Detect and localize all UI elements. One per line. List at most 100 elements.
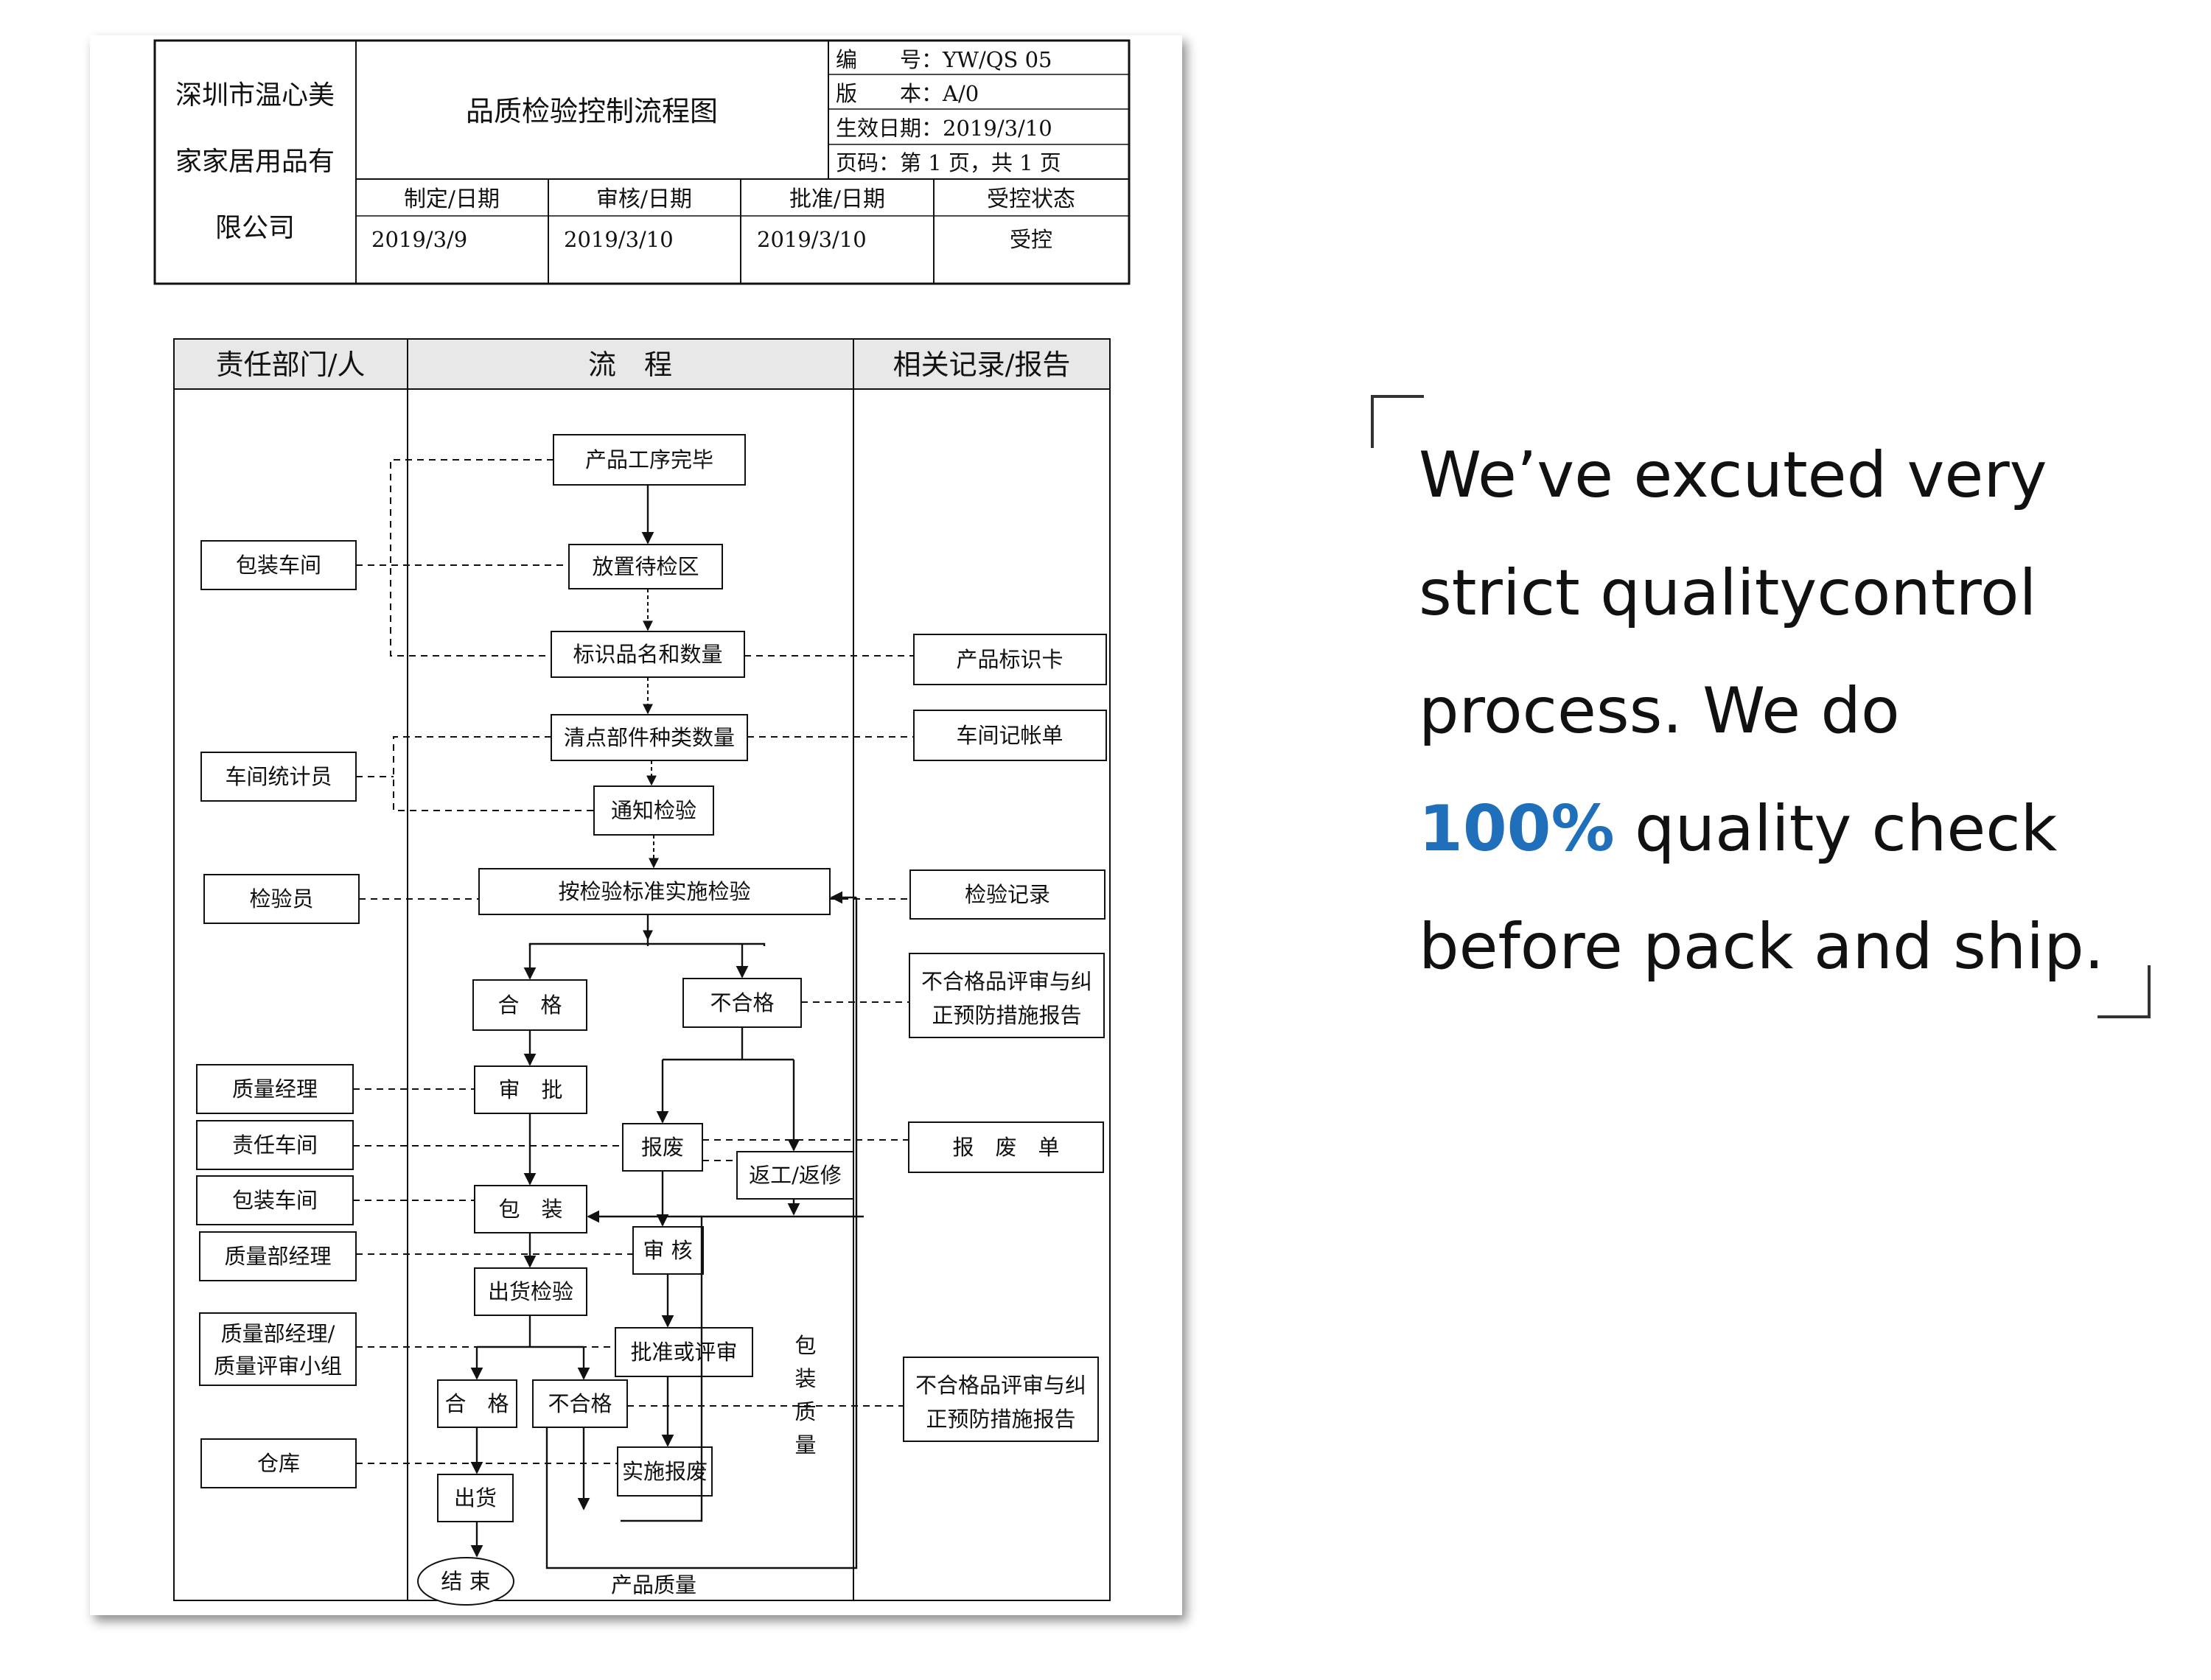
tagline-line-4-rest: quality check bbox=[1614, 792, 2058, 866]
dept-warehouse: 仓库 bbox=[257, 1451, 300, 1476]
step-labels: 产品工序完毕 放置待检区 标识品名和数量 清点部件种类数量 通知检验 按检验标准… bbox=[441, 447, 842, 1594]
dept-packing-1: 包装车间 bbox=[236, 553, 321, 578]
svg-text:编 号：YW/QS 05: 编 号：YW/QS 05 bbox=[836, 47, 1052, 72]
record-box-nc-report-2 bbox=[903, 1357, 1099, 1442]
label-do-scrap: 实施报废 bbox=[622, 1459, 708, 1484]
dept-box-warehouse bbox=[200, 1438, 357, 1488]
corner-bracket-bottom-right bbox=[2098, 965, 2151, 1018]
approval-header-status: 受控状态 bbox=[987, 186, 1075, 212]
dept-qa-dept-manager: 质量部经理 bbox=[224, 1244, 331, 1269]
column-header-process: 流 程 bbox=[588, 349, 672, 381]
record-box-ledger bbox=[913, 710, 1107, 761]
label-review: 审 核 bbox=[643, 1238, 692, 1263]
dotted-arrows bbox=[643, 589, 659, 941]
loop-label-char-2: 装 bbox=[794, 1366, 816, 1391]
step-ship bbox=[437, 1474, 514, 1522]
record-inspection-record: 检验记录 bbox=[965, 882, 1050, 907]
label-process-complete: 产品工序完毕 bbox=[585, 447, 713, 472]
tagline-line-3: process. We do bbox=[1419, 674, 1900, 748]
step-notify-inspection bbox=[593, 785, 714, 836]
info-label-effective: 生效日期： bbox=[836, 116, 943, 141]
header-table bbox=[153, 39, 1131, 285]
label-waiting-area: 放置待检区 bbox=[592, 554, 699, 579]
dept-box-packing-1 bbox=[200, 540, 357, 590]
label-inspect-by-standard: 按检验标准实施检验 bbox=[558, 879, 750, 904]
company-line-1: 深圳市温心美 bbox=[175, 80, 335, 111]
flowchart-document: 深圳市温心美 家家居用品有 限公司 品质检验控制流程图 编 号：YW/QS 05… bbox=[90, 35, 1182, 1615]
dept-review-team-line1: 质量部经理/ bbox=[221, 1321, 335, 1346]
department-labels: 包装车间 车间统计员 检验员 质量经理 责任车间 包装车间 质量部经理 质量部经… bbox=[214, 553, 342, 1476]
company-line-2: 家家居用品有 bbox=[175, 147, 335, 177]
company-line-3: 限公司 bbox=[215, 213, 295, 243]
loop-label-char-1: 包 bbox=[794, 1333, 816, 1358]
approval-header-review: 审核/日期 bbox=[596, 186, 692, 212]
boxes bbox=[196, 434, 1107, 1606]
step-review bbox=[632, 1226, 704, 1275]
svg-text:页码：第 1 页，共 1 页: 页码：第 1 页，共 1 页 bbox=[836, 150, 1061, 175]
record-scrap-form: 报 废 单 bbox=[952, 1135, 1059, 1160]
info-label-page: 页码： bbox=[836, 150, 900, 175]
approval-value-approve: 2019/3/10 bbox=[757, 227, 867, 252]
record-box-inspection-record bbox=[909, 869, 1106, 920]
record-box-scrap-form bbox=[908, 1121, 1104, 1173]
loop-label-char-4: 量 bbox=[794, 1432, 816, 1457]
label-approve-or-review: 批准或评审 bbox=[630, 1340, 737, 1365]
flowchart-svg: 深圳市温心美 家家居用品有 限公司 品质检验控制流程图 编 号：YW/QS 05… bbox=[153, 39, 1131, 1606]
step-process-complete bbox=[553, 434, 746, 486]
info-value-number: YW/QS 05 bbox=[942, 47, 1052, 72]
approval-header-approve: 批准/日期 bbox=[789, 186, 885, 212]
record-nc-report-2-line2: 正预防措施报告 bbox=[926, 1407, 1075, 1432]
tagline-line-2: strict qualitycontrol bbox=[1419, 556, 2037, 630]
step-end bbox=[417, 1557, 514, 1606]
record-ledger: 车间记帐单 bbox=[956, 723, 1063, 748]
column-header-band bbox=[173, 338, 1111, 390]
info-value-page: 第 1 页，共 1 页 bbox=[900, 150, 1061, 175]
label-fail-1: 不合格 bbox=[710, 990, 774, 1015]
record-box-nc-report-1 bbox=[909, 953, 1105, 1038]
label-rework: 返工/返修 bbox=[749, 1163, 842, 1188]
dept-box-quality-manager bbox=[196, 1064, 354, 1114]
dept-box-inspector bbox=[203, 874, 360, 924]
step-do-scrap bbox=[617, 1446, 713, 1497]
label-pass-1: 合 格 bbox=[497, 993, 562, 1018]
loop-label-product-quality: 产品质量 bbox=[611, 1572, 696, 1597]
label-ship-inspection: 出货检验 bbox=[488, 1279, 573, 1304]
approval-value-review: 2019/3/10 bbox=[564, 227, 674, 252]
dept-box-stat-clerk bbox=[200, 752, 357, 802]
dept-responsible-workshop: 责任车间 bbox=[232, 1133, 318, 1158]
tagline-line-4: 100% quality check bbox=[1419, 770, 2170, 888]
dept-box-review-team bbox=[199, 1312, 357, 1386]
dept-packing-2: 包装车间 bbox=[232, 1188, 318, 1213]
loop-labels: 包 装 质 量 产品质量 bbox=[611, 1333, 817, 1597]
dept-box-packing-2 bbox=[196, 1175, 354, 1225]
step-ship-inspection bbox=[474, 1267, 587, 1316]
record-nc-report-2-line1: 不合格品评审与纠 bbox=[915, 1373, 1086, 1398]
step-pass-2 bbox=[437, 1379, 517, 1428]
approval-value-draft: 2019/3/9 bbox=[371, 227, 467, 252]
info-value-version: A/0 bbox=[942, 81, 979, 106]
tagline-line-1: We’ve excuted very bbox=[1419, 438, 2047, 512]
label-count-parts: 清点部件种类数量 bbox=[564, 725, 735, 750]
approval-value-status: 受控 bbox=[1010, 227, 1052, 252]
label-approve: 审 批 bbox=[498, 1077, 562, 1102]
record-nc-report-1-line1: 不合格品评审与纠 bbox=[921, 969, 1092, 994]
record-box-label-card bbox=[913, 634, 1107, 685]
approval-header-draft: 制定/日期 bbox=[404, 186, 500, 212]
corner-bracket-top-left bbox=[1371, 395, 1424, 448]
dept-stat-clerk: 车间统计员 bbox=[225, 764, 332, 789]
label-pack: 包 装 bbox=[498, 1197, 562, 1222]
dept-box-qa-dept-manager bbox=[199, 1231, 357, 1281]
step-pass-1 bbox=[472, 979, 587, 1031]
info-label-version: 版 本： bbox=[836, 81, 943, 106]
header-info: 编 号：YW/QS 05 版 本：A/0 生效日期：2019/3/10 页码：第… bbox=[836, 47, 1061, 175]
approval-values: 2019/3/9 2019/3/10 2019/3/10 受控 bbox=[371, 227, 1052, 252]
info-label-number: 编 号： bbox=[836, 47, 943, 72]
dept-review-team-line2: 质量评审小组 bbox=[214, 1354, 342, 1379]
label-scrap: 报废 bbox=[641, 1135, 684, 1160]
info-value-effective: 2019/3/10 bbox=[943, 116, 1052, 141]
label-pass-2: 合 格 bbox=[444, 1391, 509, 1416]
step-label-name-qty bbox=[551, 631, 745, 678]
step-approve bbox=[474, 1065, 587, 1114]
column-header-department: 责任部门/人 bbox=[216, 349, 366, 381]
step-scrap bbox=[622, 1123, 703, 1172]
